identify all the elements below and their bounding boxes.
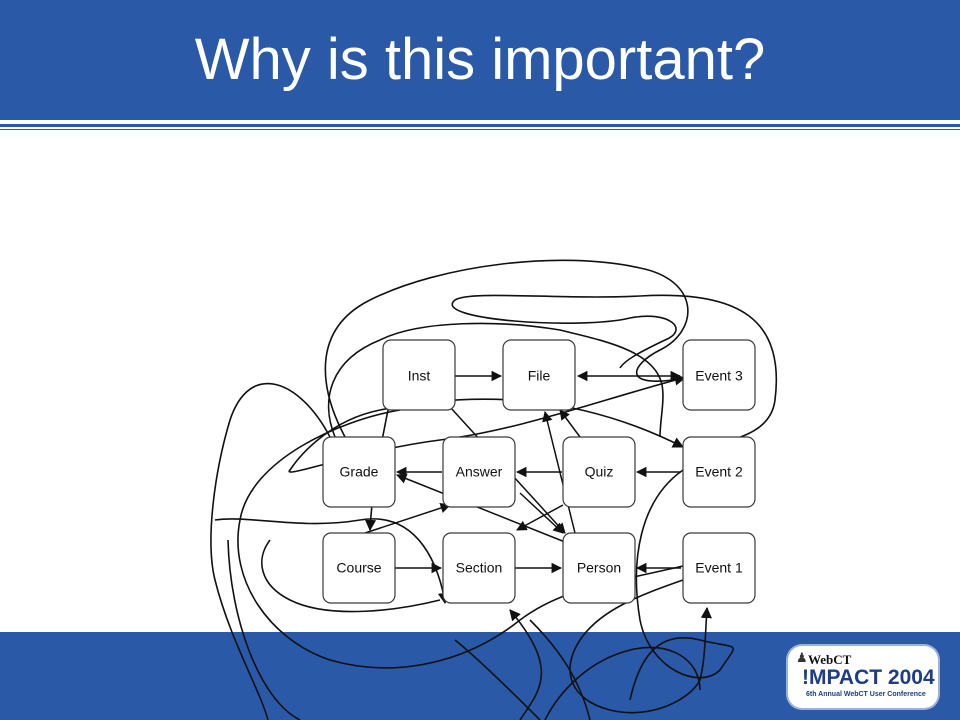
- node-label: Event 1: [695, 560, 743, 576]
- node-label: Quiz: [585, 464, 614, 480]
- person-icon: ♟: [796, 650, 808, 665]
- node-inst: Inst: [382, 339, 456, 411]
- node-course: Course: [322, 532, 396, 604]
- node-quiz: Quiz: [562, 436, 636, 508]
- node-person: Person: [562, 532, 636, 604]
- header-rule-thick: [0, 124, 960, 127]
- node-event-3: Event 3: [682, 339, 756, 411]
- node-event-2: Event 2: [682, 436, 756, 508]
- logo-brand: WebCT: [808, 652, 852, 667]
- title-bar: [0, 0, 960, 120]
- node-label: Course: [336, 560, 381, 576]
- node-label: Event 2: [695, 464, 743, 480]
- webct-impact-logo: ♟ WebCT !MPACT 2004 6th Annual WebCT Use…: [788, 646, 938, 708]
- node-label: Event 3: [695, 368, 743, 384]
- logo-subtitle: 6th Annual WebCT User Conference: [806, 691, 926, 698]
- logo-event-name: !MPACT 2004: [802, 666, 935, 689]
- direct-connections: [364, 370, 682, 574]
- node-label: Section: [456, 560, 503, 576]
- node-file: File: [502, 339, 576, 411]
- node-section: Section: [442, 532, 516, 604]
- node-answer: Answer: [442, 436, 516, 508]
- node-label: File: [528, 368, 551, 384]
- node-label: Answer: [456, 464, 503, 480]
- node-label: Inst: [408, 368, 431, 384]
- header-rule-thin: [0, 129, 960, 130]
- node-label: Grade: [340, 464, 379, 480]
- node-event-1: Event 1: [682, 532, 756, 604]
- slide-title: Why is this important?: [194, 27, 766, 92]
- node-label: Person: [577, 560, 621, 576]
- node-grade: Grade: [322, 436, 396, 508]
